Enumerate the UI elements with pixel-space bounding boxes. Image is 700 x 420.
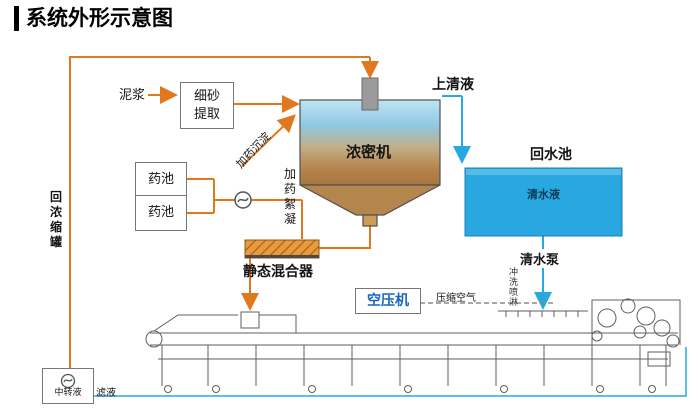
chem-tank-1: 药池 — [135, 162, 187, 198]
air-compressor-box: 空压机 — [355, 288, 421, 314]
return-concentrate-label: 回浓缩罐 — [49, 190, 62, 249]
air-compressor-label: 空压机 — [367, 292, 409, 309]
sand-extractor-label-line1: 细砂 — [193, 88, 220, 104]
return-water-pool-label: 回水池 — [530, 147, 572, 163]
clear-water-label: 清水液 — [527, 188, 560, 201]
thickener-tank — [299, 99, 441, 227]
belt-filter-press-illustration — [145, 298, 681, 393]
chem-tank-2: 药池 — [135, 195, 187, 231]
chem-tank-2-label: 药池 — [147, 205, 174, 221]
page-title: 系统外形示意图 — [14, 6, 173, 32]
thickener-inlet-pipe — [361, 77, 379, 111]
dosing-arrow — [241, 114, 296, 167]
compressed-air-label: 压缩空气 — [436, 293, 476, 304]
static-mixer-shape — [244, 239, 320, 259]
water-pipes-blue — [92, 95, 687, 397]
filtrate-label: 滤液 — [96, 388, 116, 399]
return-water-tank — [464, 167, 623, 237]
chem-tank-1-label: 药池 — [147, 172, 174, 188]
flush-spray-label: 冲洗喷淋 — [508, 268, 518, 308]
pump-icon — [234, 191, 252, 209]
slurry-label: 泥浆 — [119, 88, 146, 103]
thickener-label: 浓密机 — [346, 143, 392, 161]
transfer-tank-box: 中转液 — [42, 368, 94, 404]
filtrate-return-pipe — [92, 347, 687, 397]
sand-extractor-label-line2: 提取 — [193, 106, 220, 122]
supernatant-label: 上清液 — [432, 77, 474, 93]
clear-water-pump-label: 清水泵 — [518, 249, 562, 268]
sand-extractor-box: 细砂 提取 — [180, 82, 234, 129]
static-mixer-label: 静态混合器 — [243, 264, 313, 280]
recirculation-pipe — [69, 56, 370, 368]
process-pipes-orange — [69, 56, 379, 368]
dosing-flocculation-label: 加药絮凝 — [283, 167, 296, 226]
transfer-liquid-label: 中转液 — [54, 388, 82, 399]
pump-icon — [60, 373, 76, 389]
thickener-underflow-pipe — [319, 225, 371, 249]
